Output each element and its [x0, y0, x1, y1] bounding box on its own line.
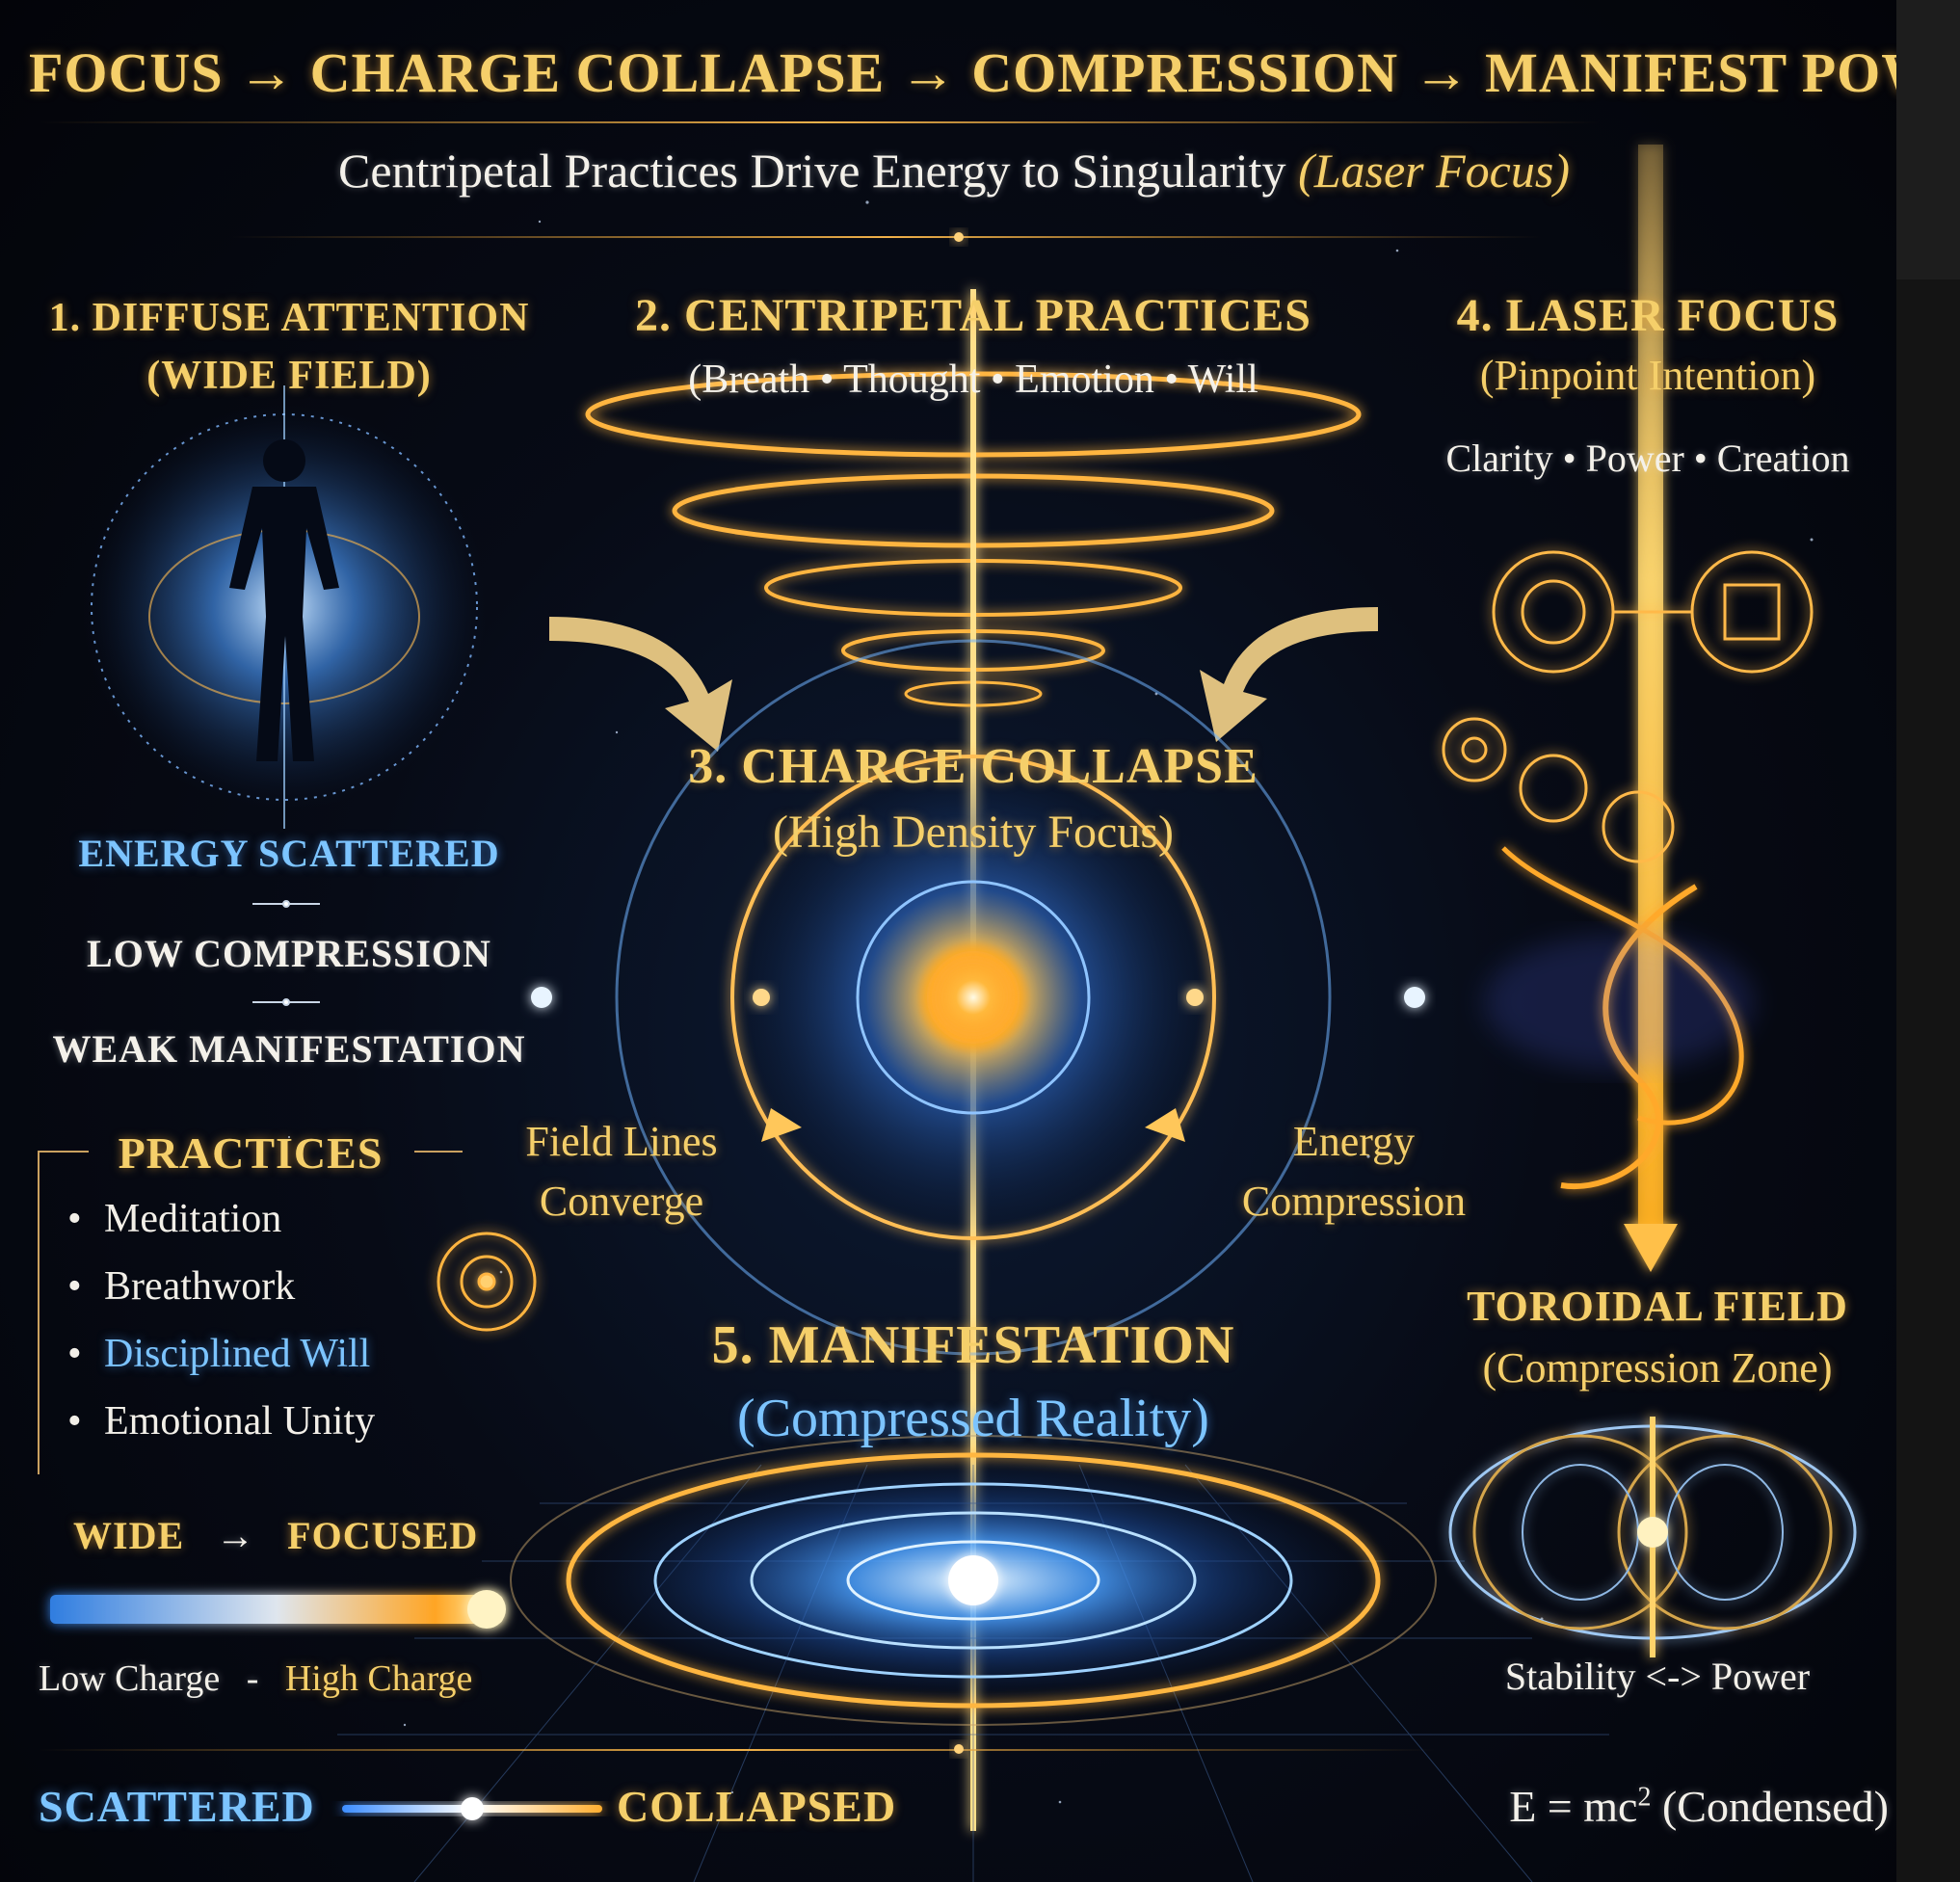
diffuse-orb [53, 385, 516, 829]
manifestation-disc [510, 1435, 1437, 1726]
section-4-title: 4. LASER FOCUS [1456, 290, 1840, 341]
header-rule-bottom [231, 236, 1542, 238]
section-4-subtitle: (Pinpoint Intention) [1479, 352, 1816, 399]
screenshot-gutter [1896, 0, 1960, 1882]
converge-arrows [549, 607, 1378, 752]
section-1-subtitle: (WIDE FIELD) [146, 354, 432, 398]
state-energy-scattered: ENERGY SCATTERED [78, 832, 500, 875]
section-4-tagline: Clarity • Power • Creation [1445, 437, 1850, 480]
subtitle-accent: (Laser Focus) [1298, 144, 1570, 198]
charge-gradient-bar [50, 1595, 503, 1624]
practice-item: •Meditation [67, 1197, 282, 1241]
scale-charge-labels: Low Charge - High Charge [39, 1658, 473, 1699]
collapse-sphere [501, 639, 1484, 1356]
practices-list: •Meditation •Breathwork •Disciplined Wil… [67, 1185, 375, 1455]
practices-heading: PRACTICES [118, 1128, 384, 1178]
state-weak-manifestation: WEAK MANIFESTATION [52, 1027, 526, 1071]
annotation-energy-compression: Energy Compression [1241, 1118, 1467, 1225]
starfield [114, 200, 1814, 1804]
state-separators [252, 900, 320, 1006]
section-3-subtitle: (High Density Focus) [773, 807, 1174, 858]
practice-item: •Breathwork [67, 1264, 296, 1309]
section-5-title: 5. MANIFESTATION [711, 1315, 1235, 1375]
scale-wide-focused: WIDE → FOCUSED [73, 1514, 479, 1557]
section-2-subtitle: (Breath • Thought • Emotion • Will [688, 358, 1258, 402]
practice-item: •Disciplined Will [67, 1332, 371, 1376]
practice-emblem [437, 1232, 537, 1332]
section-3-title: 3. CHARGE COLLAPSE [688, 739, 1258, 794]
section-1-title: 1. DIFFUSE ATTENTION [48, 296, 530, 340]
toroidal-subtitle: (Compression Zone) [1482, 1344, 1833, 1392]
footer-collapsed: COLLAPSED [617, 1782, 897, 1831]
header-rule-top [39, 121, 1600, 123]
toroid [1448, 1417, 1857, 1657]
annotation-field-lines: Field Lines Converge [525, 1118, 718, 1225]
human-silhouette [229, 439, 339, 761]
artwork-layer [38, 121, 1857, 1882]
section-2-title: 2. CENTRIPETAL PRACTICES [635, 290, 1311, 341]
toroidal-title: TOROIDAL FIELD [1467, 1283, 1848, 1330]
section-5-subtitle: (Compressed Reality) [737, 1389, 1209, 1448]
infographic-canvas: FOCUS → CHARGE COLLAPSE → COMPRESSION → … [0, 0, 1896, 1882]
laser-symbols [1442, 550, 1814, 1190]
page-subtitle: Centripetal Practices Drive Energy to Si… [29, 143, 1879, 199]
footer-scattered: SCATTERED [39, 1782, 315, 1831]
laser-nebula [1484, 935, 1754, 1070]
footer-rule [39, 1749, 1436, 1751]
practice-item: •Emotional Unity [67, 1399, 376, 1444]
page-title: FOCUS → CHARGE COLLAPSE → COMPRESSION → … [29, 41, 1896, 104]
toroidal-caption: Stability <-> Power [1504, 1655, 1811, 1698]
state-low-compression: LOW COMPRESSION [87, 932, 491, 975]
screenshot-gutter-top [1896, 0, 1960, 279]
practices-bracket [38, 1151, 463, 1474]
footer-equation: E = mc2 (Condensed) [1509, 1782, 1889, 1831]
subtitle-main: Centripetal Practices Drive Energy to Si… [338, 144, 1286, 198]
